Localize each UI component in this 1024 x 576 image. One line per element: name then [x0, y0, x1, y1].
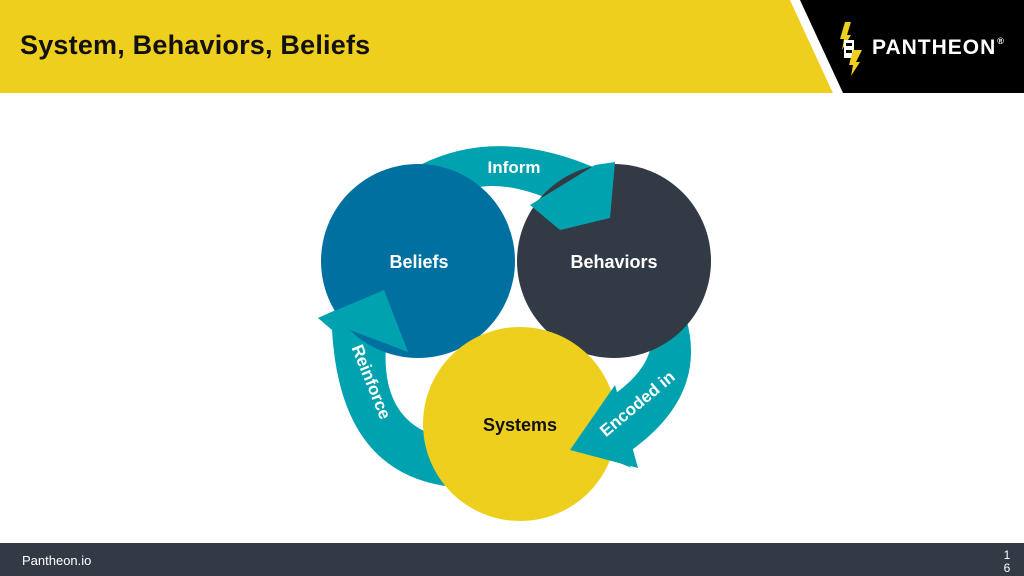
pantheon-logo[interactable]: PANTHEON® — [838, 20, 1018, 76]
inform-arrowhead — [530, 162, 615, 230]
footer-site[interactable]: Pantheon.io — [22, 553, 92, 568]
footer-bar: Pantheon.io 16 — [0, 543, 1024, 576]
header-white-stripe — [790, 0, 843, 93]
registered-mark: ® — [997, 36, 1005, 46]
header-yellow-band — [0, 0, 833, 93]
reinforce-arrow — [318, 290, 455, 486]
header-black-block — [800, 0, 1024, 93]
reinforce-arrowhead — [318, 290, 408, 352]
page-number: 16 — [1003, 548, 1011, 575]
systems-label: Systems — [483, 415, 557, 435]
encoded-in-arrowhead — [570, 385, 638, 468]
slide-title: System, Behaviors, Beliefs — [20, 30, 371, 60]
systems-node — [423, 327, 617, 521]
logo-wordmark: PANTHEON® — [872, 36, 1005, 59]
lightning-bolt-icon — [840, 22, 862, 76]
behaviors-label: Behaviors — [570, 252, 657, 272]
inform-label: Inform — [488, 158, 541, 177]
header-bar — [0, 0, 1024, 93]
beliefs-label: Beliefs — [389, 252, 448, 272]
